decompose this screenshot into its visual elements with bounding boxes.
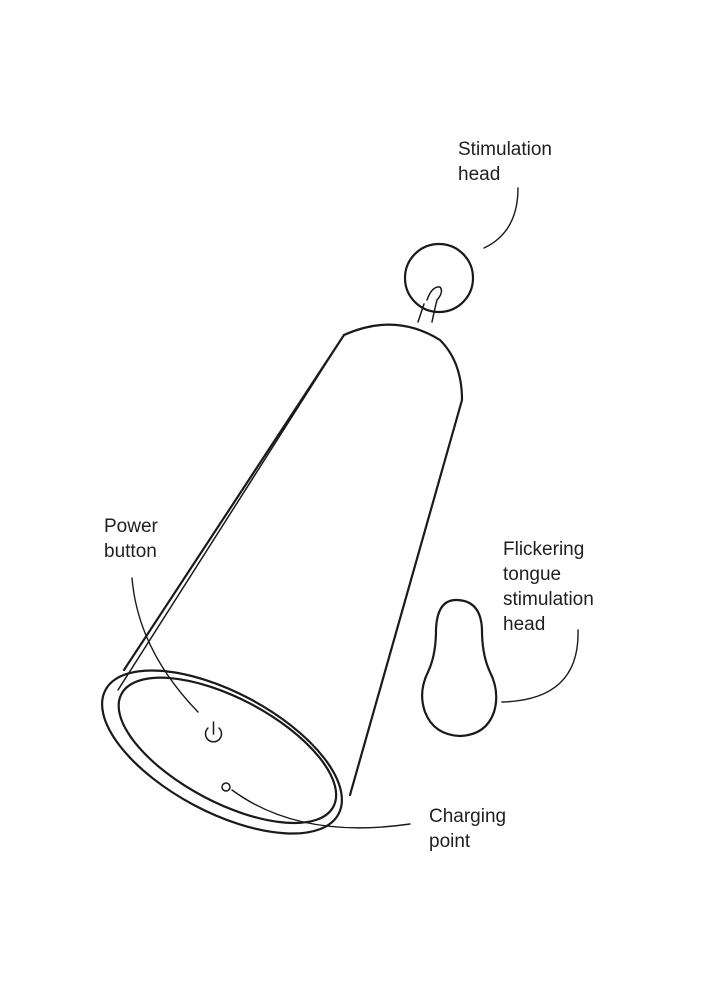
device-base-inner-rim bbox=[117, 676, 338, 825]
label-power-button: Power button bbox=[104, 516, 163, 562]
leader-flickering-head bbox=[501, 629, 579, 703]
label-stimulation-head: Stimulation head bbox=[458, 139, 557, 185]
device-body-right-edge bbox=[342, 323, 464, 797]
device-body-left-edge bbox=[122, 333, 346, 672]
power-button-icon bbox=[204, 721, 223, 743]
device-base bbox=[100, 669, 344, 835]
leader-power-button bbox=[131, 577, 199, 713]
device-body bbox=[117, 323, 464, 797]
leader-charging-point bbox=[231, 789, 411, 829]
device-body-back-contour bbox=[117, 334, 345, 691]
charging-point-icon bbox=[221, 782, 231, 792]
leader-stimulation-head bbox=[483, 187, 519, 249]
label-charging-point: Charging point bbox=[429, 806, 511, 852]
device-base-outer-rim bbox=[100, 669, 344, 835]
stimulation-head-shape bbox=[403, 242, 475, 323]
flickering-tongue-head-shape bbox=[421, 598, 498, 738]
label-flickering-tongue-head: Flickering tongue stimulation head bbox=[503, 539, 599, 635]
